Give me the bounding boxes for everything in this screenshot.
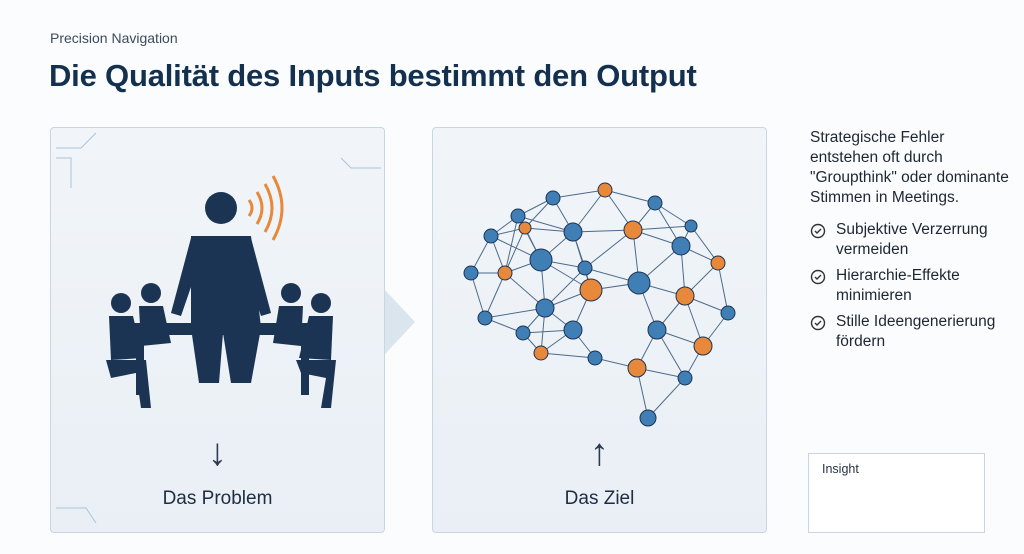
goal-label: Das Ziel [564, 488, 635, 509]
chevron-connector [385, 290, 415, 354]
network-node [483, 228, 499, 244]
network-node [627, 358, 647, 378]
insight-box: Insight [808, 453, 985, 533]
network-node [623, 220, 643, 240]
network-edge [632, 225, 692, 231]
network-node [684, 219, 698, 233]
network-node [627, 271, 651, 295]
network-node [515, 325, 531, 341]
kicker: Precision Navigation [50, 30, 178, 46]
problem-panel: ↓ Das Problem [50, 127, 385, 533]
network-node [477, 310, 493, 326]
network-node [720, 305, 736, 321]
network-edge [584, 229, 634, 269]
network-node [563, 222, 583, 242]
benefit-list: Subjektive Verzerrung vermeiden Hierarch… [810, 220, 1010, 352]
network-node [535, 298, 555, 318]
network-edge [604, 189, 656, 204]
network-node [587, 350, 603, 366]
network-node [710, 255, 726, 271]
network-edge [717, 262, 729, 314]
network-node [533, 345, 549, 361]
network-edge [647, 377, 686, 419]
problem-label: Das Problem [162, 488, 273, 509]
network-edge [504, 227, 526, 274]
network-edge [540, 352, 596, 359]
network-edge [484, 307, 546, 319]
arrow-down-icon: ↓ [208, 432, 227, 474]
network-node [671, 236, 691, 256]
network-node [639, 409, 657, 427]
list-item: Hierarchie-Effekte minimieren [810, 266, 1010, 306]
check-circle-icon [810, 269, 826, 285]
network-node [497, 265, 513, 281]
meeting-dominant-speaker-icon [56, 132, 381, 524]
goal-panel: ↑ Das Ziel [432, 127, 767, 533]
list-item: Subjektive Verzerrung vermeiden [810, 220, 1010, 260]
network-node [563, 320, 583, 340]
arrow-up-icon: ↑ [590, 432, 609, 474]
network-edge [504, 215, 519, 274]
network-node [677, 370, 693, 386]
check-circle-icon [810, 223, 826, 239]
network-edge [572, 229, 634, 233]
network-edge [484, 272, 506, 319]
network-node [577, 260, 593, 276]
intro-text: Strategische Fehler entstehen oft durch … [810, 129, 1009, 206]
network-node [529, 248, 553, 272]
network-node [647, 195, 663, 211]
network-node [675, 286, 695, 306]
network-node [579, 278, 603, 302]
brain-network-icon [463, 182, 736, 427]
check-circle-icon [810, 315, 826, 331]
network-edge [517, 215, 574, 233]
side-text: Strategische Fehler entstehen oft durch … [810, 128, 1010, 358]
network-edge [690, 225, 719, 264]
network-node [463, 265, 479, 281]
network-edge [470, 272, 486, 319]
network-node [647, 320, 667, 340]
list-item: Stille Ideengenerierung fördern [810, 312, 1010, 352]
page-title: Die Qualität des Inputs bestimmt den Out… [49, 58, 697, 93]
network-edge [552, 189, 606, 199]
network-node [693, 336, 713, 356]
network-node [597, 182, 613, 198]
network-node [545, 190, 561, 206]
insight-label: Insight [822, 462, 859, 476]
network-node [510, 208, 526, 224]
network-node [518, 221, 532, 235]
